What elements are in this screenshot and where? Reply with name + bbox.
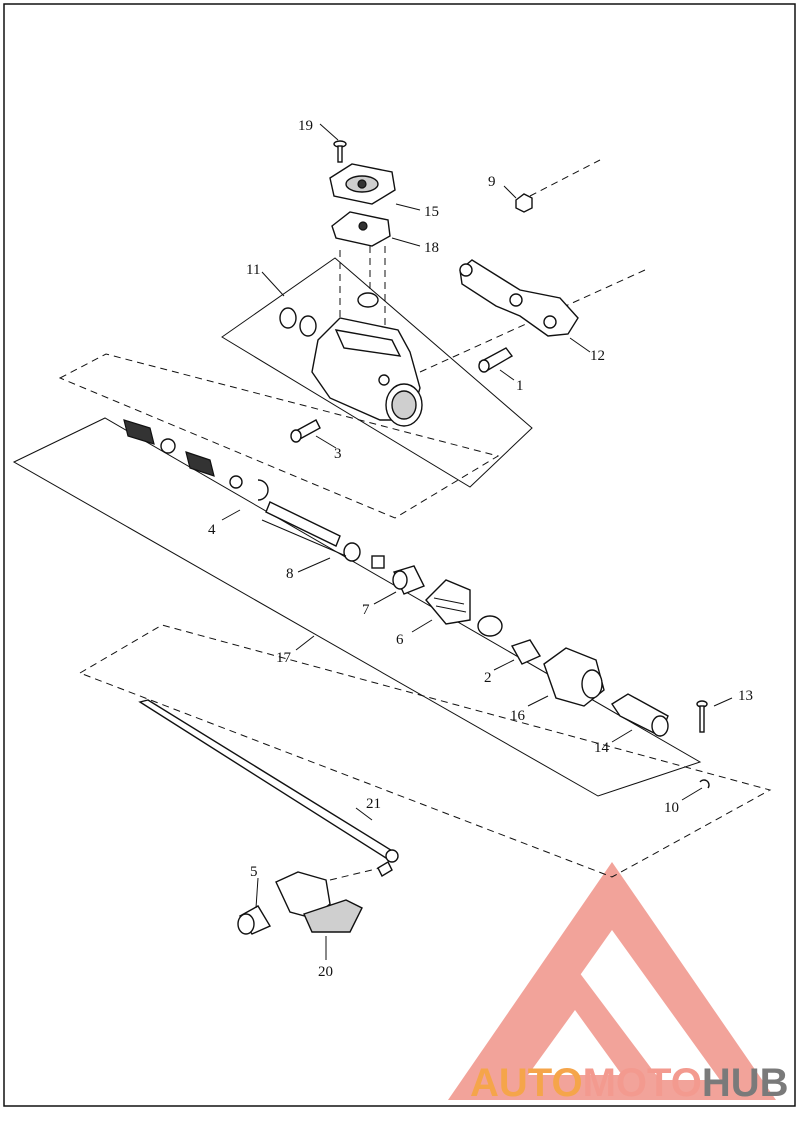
callout-2: 2 [484,670,492,686]
svg-text:AUTOMOTOHUB: AUTOMOTOHUB [470,1061,789,1105]
automotohub-logo: AUTOMOTOHUB [448,862,789,1105]
pedal-20 [275,871,363,933]
rod-21 [138,699,399,877]
master-cylinder-11 [279,292,423,427]
callout-10: 10 [664,800,679,816]
fitting-2 [510,639,542,665]
callout-7: 7 [362,602,370,618]
callout-15: 15 [424,204,439,220]
callout-16: 16 [510,708,526,724]
callout-12: 12 [590,348,605,364]
callout-6: 6 [396,632,404,648]
watermark-moto: MOTO [583,1061,702,1105]
callout-1: 1 [516,378,524,394]
group-11-outline [221,257,533,488]
callout-18: 18 [424,240,439,256]
callout-13: 13 [738,688,753,704]
dashed-box-upper [58,353,500,519]
callout-5: 5 [250,864,258,880]
leader-lines [221,123,733,960]
group-17-outline [12,417,702,797]
callout-3: 3 [334,446,342,462]
screw-19 [333,140,347,163]
pushrod-8 [265,501,385,569]
gasket-18 [331,211,391,247]
internal-spring [123,419,243,489]
callout-14: 14 [594,740,610,756]
callout-20: 20 [318,964,333,980]
sleeve-7 [392,565,425,595]
watermark-hub: HUB [702,1061,789,1105]
page-border [3,3,796,1107]
callout-19: 19 [298,118,313,134]
bushing-5 [237,905,272,935]
snap-ring-4 [257,479,269,501]
bolt-1 [478,347,514,373]
pin-13 [696,700,708,733]
boot-16 [543,647,605,707]
callout-17: 17 [276,650,292,666]
axis-line [529,159,601,197]
dashed-box-lower [78,624,772,878]
callout-4: 4 [208,522,216,538]
clevis-14 [611,693,669,737]
callout-21: 21 [366,796,381,812]
callout-9: 9 [488,174,496,190]
callout-11: 11 [246,262,260,278]
reservoir-cover-15 [329,163,396,205]
boot-spring-6 [425,579,503,637]
watermark-auto: AUTO [470,1061,583,1105]
bolt-3 [290,419,321,443]
nut-9 [515,193,533,213]
bracket-12 [459,259,579,337]
axis-line [329,867,381,881]
clip-10 [699,779,710,789]
callout-8: 8 [286,566,294,582]
